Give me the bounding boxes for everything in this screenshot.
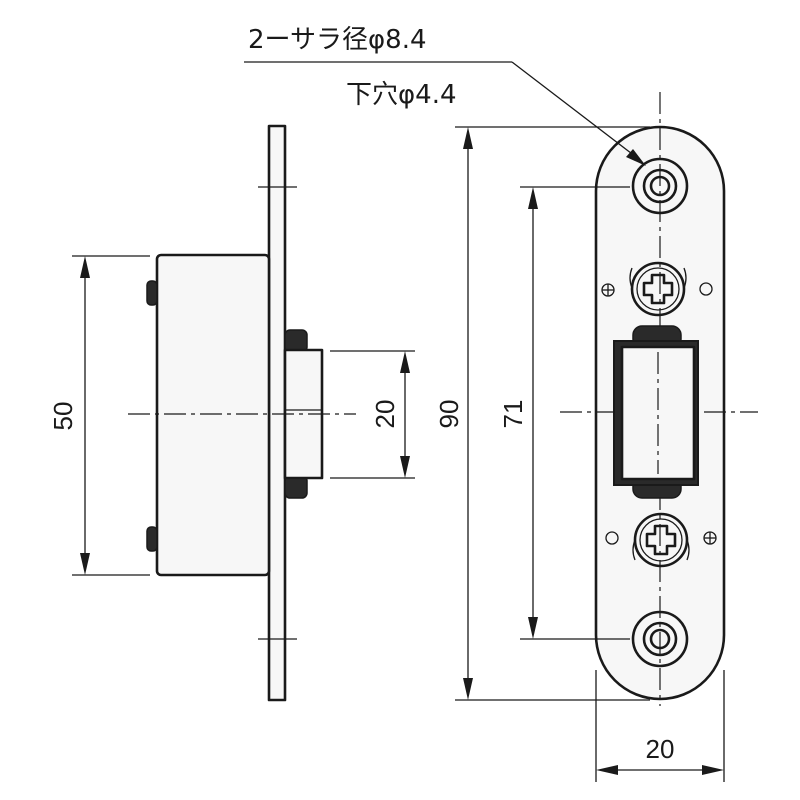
- side-stud-top: [146, 280, 158, 306]
- countersink-note: 2ーサラ径φ8.4: [248, 25, 427, 55]
- dim-20-roller-arrow-top: [400, 351, 410, 373]
- dim-20-width-label: 20: [646, 734, 675, 764]
- rivet-circle-right-top: [699, 282, 713, 296]
- dim-90-arrow-top: [463, 127, 473, 149]
- dim-50-arrow-top: [80, 256, 90, 278]
- rivet-circle-left-bottom: [605, 531, 619, 545]
- dim-90-arrow-bottom: [463, 678, 473, 700]
- pilot-hole-note: 下穴φ4.4: [346, 80, 457, 110]
- dim-71-label: 71: [498, 400, 528, 429]
- side-stud-bottom: [146, 526, 158, 552]
- side-body: [155, 253, 271, 577]
- dim-50-label: 50: [48, 402, 78, 431]
- dim-90-label: 90: [434, 400, 464, 429]
- countersunk-hole-bottom: [631, 610, 689, 668]
- side-plate: [267, 124, 287, 702]
- phillips-screw-top: [629, 261, 687, 317]
- note-leader-arrow: [626, 149, 646, 166]
- dim-71-arrow-bottom: [528, 617, 538, 639]
- dim-20-width-arrow-right: [702, 765, 724, 775]
- dim-20-roller-arrow-bottom: [400, 456, 410, 478]
- dim-71-arrow-top: [528, 187, 538, 209]
- phillips-screw-bottom: [632, 512, 690, 568]
- note-leader-diagonal: [511, 61, 641, 161]
- dim-50-arrow-bottom: [80, 553, 90, 575]
- dim-20-width-arrow-left: [596, 765, 618, 775]
- side-view: 50 20: [48, 124, 415, 702]
- dim-20-roller-label: 20: [370, 400, 400, 429]
- rivet-cross-right-bottom: [703, 531, 717, 545]
- countersunk-hole-top: [631, 157, 689, 215]
- front-view: 90 71 20 2ーサラ径φ8.4 下穴φ4.4: [244, 25, 758, 782]
- rivet-cross-left-top: [601, 283, 615, 297]
